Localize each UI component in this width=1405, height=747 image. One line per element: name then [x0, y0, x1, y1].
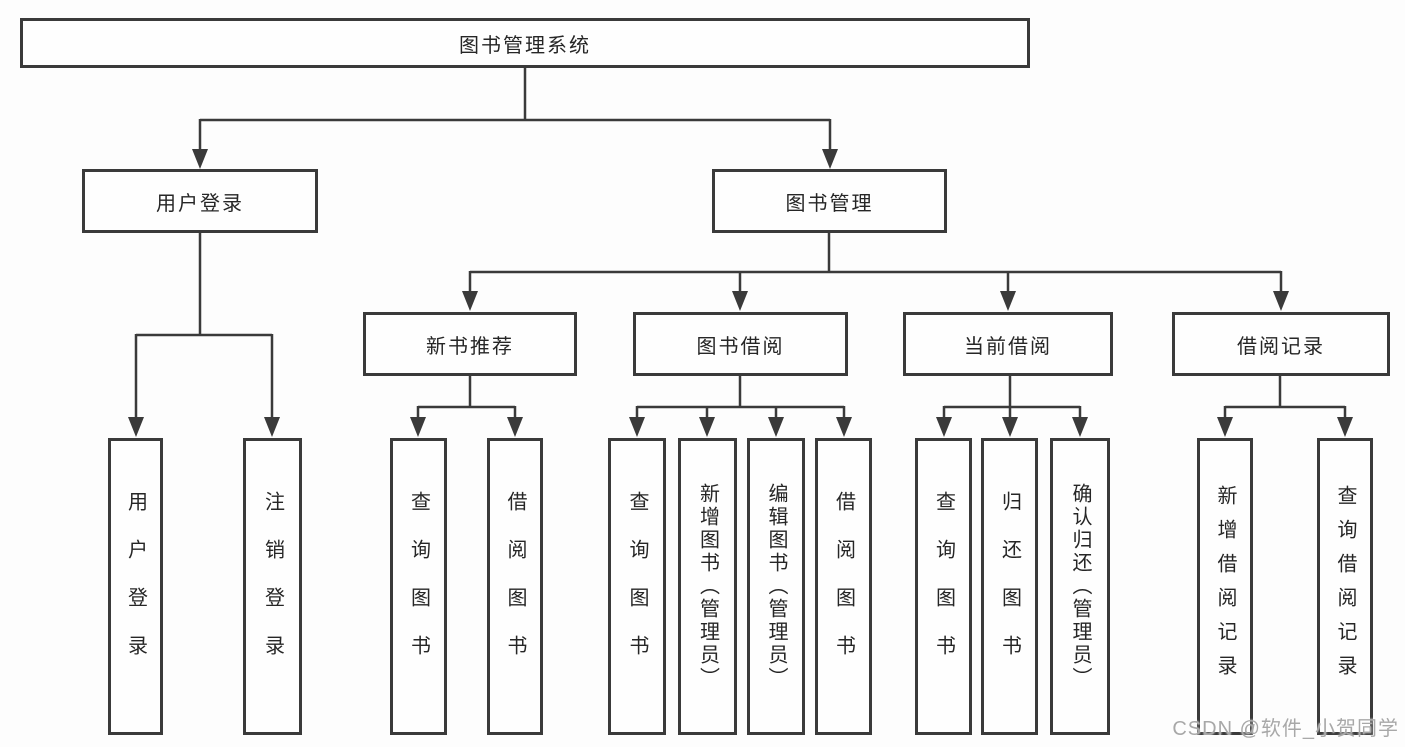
leaf-recommend-borrow-book: 借阅图书: [487, 438, 543, 735]
leaf-confirm-return-admin: 确认归还（管理员）: [1050, 438, 1110, 735]
leaf-return-book: 归还图书: [981, 438, 1038, 735]
leaf-current-query-book: 查询图书: [915, 438, 972, 735]
leaf-user-login: 用户登录: [108, 438, 163, 735]
leaf-borrow-query-book: 查询图书: [608, 438, 666, 735]
node-root: 图书管理系统: [20, 18, 1030, 68]
node-book-borrow: 图书借阅: [633, 312, 848, 376]
leaf-query-borrow-record: 查询借阅记录: [1317, 438, 1373, 735]
node-current-borrow: 当前借阅: [903, 312, 1113, 376]
leaf-edit-book-admin: 编辑图书（管理员）: [747, 438, 805, 735]
node-new-book-recommend: 新书推荐: [363, 312, 577, 376]
leaf-recommend-query-book: 查询图书: [390, 438, 447, 735]
node-borrow-record: 借阅记录: [1172, 312, 1390, 376]
csdn-watermark: CSDN @软件_小贺同学: [1172, 718, 1399, 740]
leaf-add-book-admin: 新增图书（管理员）: [678, 438, 737, 735]
node-book-management: 图书管理: [712, 169, 947, 233]
leaf-logout: 注销登录: [243, 438, 302, 735]
leaf-add-borrow-record: 新增借阅记录: [1197, 438, 1253, 735]
leaf-borrow-book: 借阅图书: [815, 438, 872, 735]
node-user-login: 用户登录: [82, 169, 318, 233]
